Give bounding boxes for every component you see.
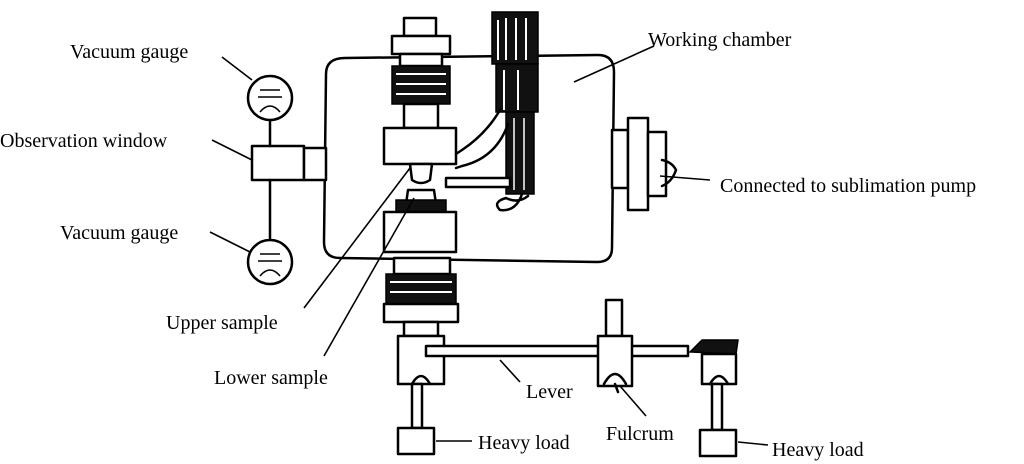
vacuum-gauge-top — [246, 74, 294, 122]
right-heavy-load — [698, 428, 738, 458]
lever-right-clamp — [688, 339, 739, 386]
upper-sample-holder — [382, 126, 458, 166]
leader-lines — [209, 45, 769, 446]
observation-window — [250, 116, 328, 240]
upper-sample — [408, 162, 434, 185]
label-upper-sample: Upper sample — [166, 312, 278, 334]
sensor-feedthrough — [491, 11, 539, 212]
label-connected-to-pump: Connected to sublimation pump — [720, 175, 976, 197]
label-heavy-load-left: Heavy load — [478, 432, 570, 454]
pump-flange — [610, 116, 678, 212]
left-load-rod — [410, 382, 424, 430]
vacuum-gauge-bottom — [246, 238, 294, 286]
right-load-rod — [710, 382, 724, 432]
lower-sample-holder — [382, 199, 458, 254]
lower-shaft — [382, 256, 460, 338]
label-observation-window: Observation window — [0, 130, 168, 152]
label-lower-sample: Lower sample — [214, 367, 328, 389]
inner-arm — [444, 176, 512, 189]
label-vacuum-gauge-top: Vacuum gauge — [70, 41, 188, 63]
sensor-wire-lower — [454, 122, 510, 170]
label-fulcrum: Fulcrum — [606, 423, 674, 445]
lever — [424, 344, 690, 358]
label-working-chamber: Working chamber — [648, 29, 792, 51]
sensor-wire-upper — [454, 108, 502, 156]
label-vacuum-gauge-bottom: Vacuum gauge — [60, 222, 178, 244]
upper-shaft — [390, 16, 452, 130]
label-lever: Lever — [526, 381, 573, 403]
working-chamber — [322, 53, 616, 264]
fulcrum — [596, 298, 634, 394]
label-heavy-load-right: Heavy load — [772, 439, 864, 461]
left-heavy-load — [396, 426, 436, 456]
lever-left-clamp — [396, 334, 446, 386]
